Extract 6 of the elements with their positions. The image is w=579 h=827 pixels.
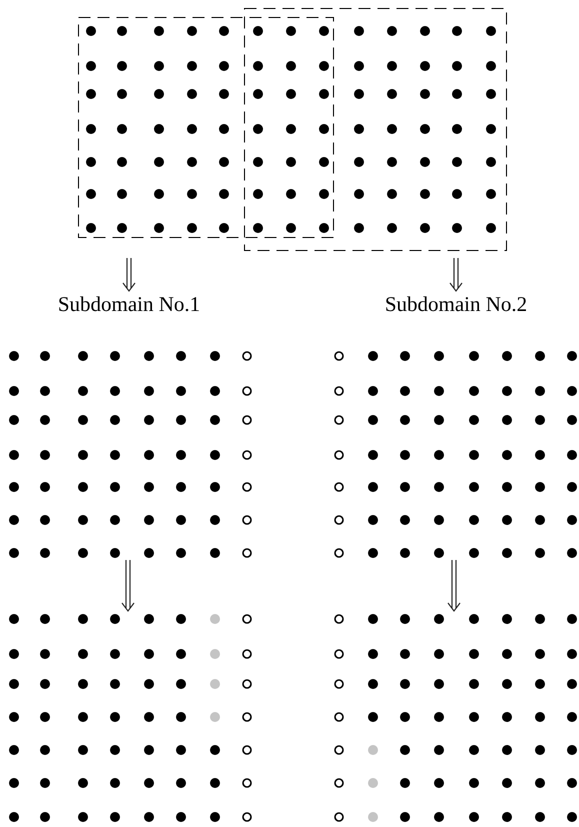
subdomain-label: Subdomain No.1 xyxy=(29,292,229,318)
subdomain-label: Subdomain No.2 xyxy=(356,292,556,318)
double-arrow xyxy=(447,559,461,612)
double-arrow xyxy=(121,559,135,612)
double-arrow xyxy=(449,257,463,292)
double-arrow xyxy=(122,257,136,292)
